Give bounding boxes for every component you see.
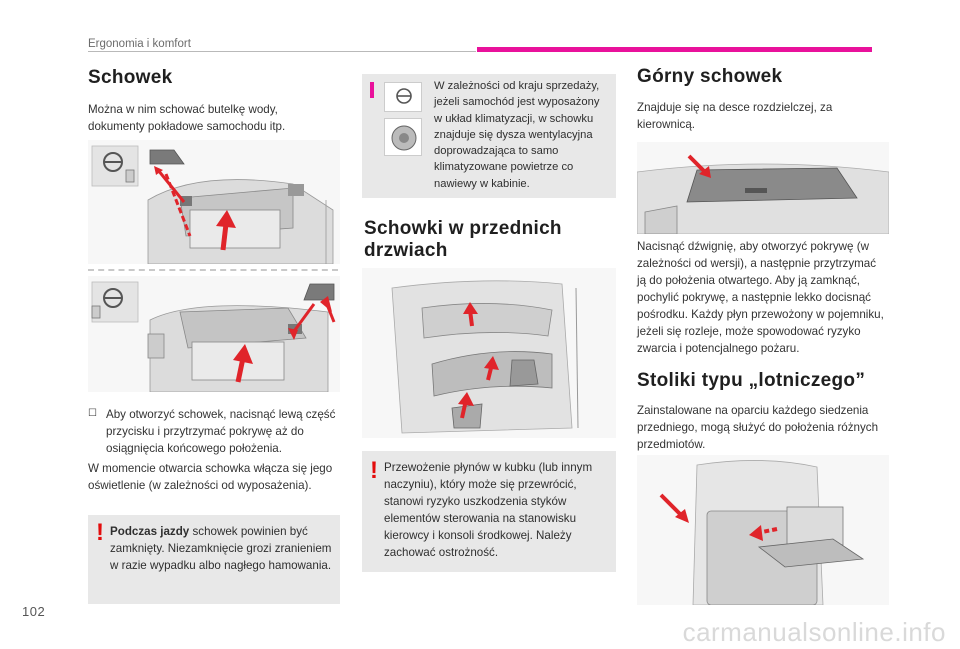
image-divider bbox=[88, 269, 338, 271]
glovebox-warning-text: Podczas jazdy schowek powinien być zamkn… bbox=[110, 523, 336, 574]
door-pockets-warning-text: Przewożenie płynów w kubku (lub innym na… bbox=[384, 461, 593, 559]
steering-wheel-icon-small bbox=[384, 82, 422, 112]
info-note-text: W zależności od kraju sprzedaży, jeżeli … bbox=[434, 80, 600, 190]
warning-icon: ! bbox=[96, 519, 104, 546]
steering-wheel-rhd-icon bbox=[91, 281, 139, 323]
air-vent-icon bbox=[384, 118, 422, 156]
info-icon bbox=[370, 82, 374, 98]
bullet-marker: ☐ bbox=[88, 408, 97, 419]
glovebox-lhd-illustration bbox=[88, 140, 340, 264]
upper-storage-title: Górny schowek bbox=[637, 66, 783, 87]
airline-tables-illustration bbox=[637, 455, 889, 605]
warning-bold: Podczas jazdy bbox=[110, 525, 190, 538]
glovebox-warning-box: ! Podczas jazdy schowek powinien być zam… bbox=[88, 515, 340, 604]
airline-tables-text: Zainstalowane na oparciu każdego siedzen… bbox=[637, 404, 879, 451]
open-glovebox-bullet: ☐ Aby otworzyć schowek, nacisnąć lewą cz… bbox=[88, 406, 342, 457]
glovebox-title: Schowek bbox=[88, 67, 173, 88]
airline-tables-title: Stoliki typu „lotniczego” bbox=[637, 370, 866, 391]
glovebox-intro: Można w nim schować butelkę wody, dokume… bbox=[88, 103, 286, 133]
upper-storage-instructions: Nacisnąć dźwignię, aby otworzyć pokrywę … bbox=[637, 240, 884, 355]
warning-rest: schowek powinien być zamknięty. Niezamkn… bbox=[110, 525, 332, 572]
upper-storage-intro: Znajduje się na desce rozdzielczej, za k… bbox=[637, 101, 833, 131]
glovebox-rhd-illustration bbox=[88, 276, 340, 392]
page-number: 102 bbox=[22, 604, 46, 619]
header-accent-bar bbox=[477, 47, 872, 52]
upper-storage-illustration bbox=[637, 142, 889, 234]
glovebox-light-text: W momencie otwarcia schowka włącza się j… bbox=[88, 462, 333, 492]
section-header: Ergonomia i komfort bbox=[88, 38, 191, 50]
warning-icon: ! bbox=[370, 457, 378, 484]
door-pockets-warning-box: ! Przewożenie płynów w kubku (lub innym … bbox=[362, 451, 616, 572]
door-pockets-title: Schowki w przednich drzwiach bbox=[364, 218, 562, 261]
header-rule bbox=[88, 51, 476, 52]
watermark: carmanualsonline.info bbox=[682, 617, 946, 647]
steering-wheel-lhd-icon bbox=[91, 145, 139, 187]
door-pockets-illustration bbox=[362, 268, 616, 438]
open-glovebox-text: Aby otworzyć schowek, nacisnąć lewą częś… bbox=[106, 408, 336, 455]
info-note-box: W zależności od kraju sprzedaży, jeżeli … bbox=[362, 74, 616, 198]
